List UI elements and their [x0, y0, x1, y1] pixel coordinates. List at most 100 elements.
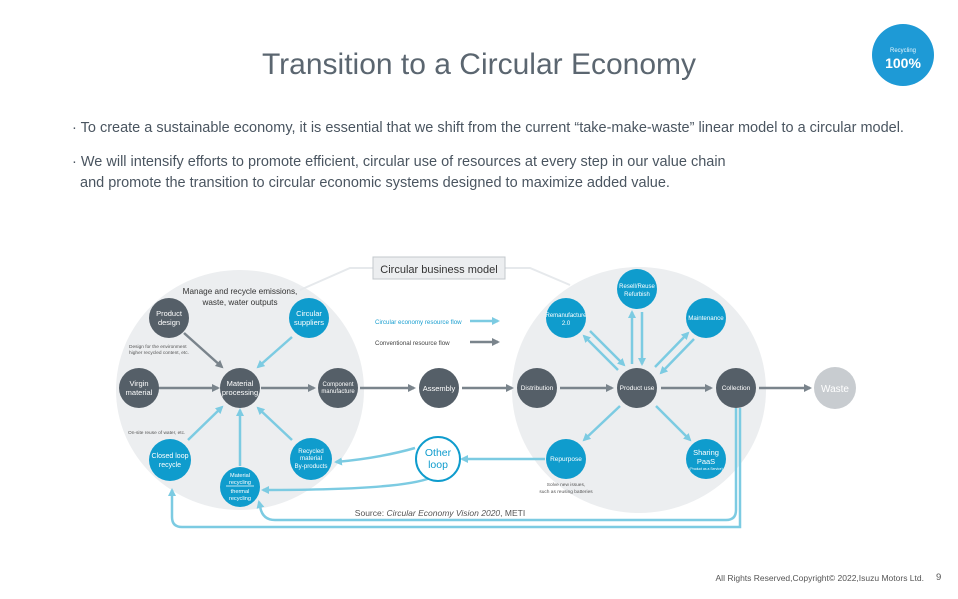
arrow-other-loop-to-recycled	[334, 446, 416, 466]
node-component-manufacture-line-2: manufacture	[321, 389, 355, 395]
repurpose-note-line-2: such as reusing batteries	[539, 489, 593, 495]
node-material-recycling-line-2: recycling	[229, 480, 251, 486]
arrow-product-use-to-remanufacture	[582, 334, 619, 371]
node-virgin-material-line-1: Virgin	[129, 379, 148, 388]
arrow-remanufacture-to-product-use	[589, 330, 626, 367]
bullet-text-2-line-1: · We will intensify efforts to promote e…	[72, 154, 726, 170]
legend-circular-label: Circular economy resource flow	[375, 319, 462, 326]
node-material-recycling-line-3: thermal	[231, 489, 250, 495]
node-repurpose: Repurpose	[546, 439, 586, 479]
page-title: Transition to a Circular Economy	[261, 48, 697, 81]
node-closed-loop-line-2: recycle	[159, 462, 181, 469]
node-material-recycling-line-4: recycling	[229, 496, 251, 502]
recycling-badge-percent: 100%	[885, 55, 921, 71]
design-note-line-2: higher recycled content, etc.	[129, 350, 189, 356]
node-closed-loop-line-1: Closed loop	[152, 453, 189, 460]
arrow-recycled-to-processing	[256, 406, 293, 441]
node-closed-loop-recycle: Closed loop recycle	[149, 439, 191, 481]
node-repurpose-label: Repurpose	[550, 456, 582, 463]
arrow-design-to-processing	[183, 332, 224, 369]
arrow-maintenance-to-product-use	[659, 338, 695, 375]
node-material-processing-line-1: Material	[227, 379, 254, 388]
arrow-product-use-to-maintenance	[654, 331, 690, 368]
page-number: 9	[936, 572, 942, 583]
node-product-use-label: Product use	[620, 385, 655, 392]
node-assembly: Assembly	[419, 368, 459, 408]
legend-conventional-label: Conventional resource flow	[375, 340, 450, 347]
business-model-label: Circular business model	[380, 264, 497, 276]
business-model-label-box	[372, 256, 506, 280]
node-product-use: Product use	[617, 368, 657, 408]
bullet-text-1: · To create a sustainable economy, it is…	[72, 120, 904, 136]
node-circular-suppliers-line-2: suppliers	[294, 318, 324, 327]
business-model-connector-right	[505, 267, 571, 286]
copyright-footer: All Rights Reserved,Copyright© 2022,Isuz…	[715, 573, 924, 583]
node-maintenance: Maintenance	[686, 298, 726, 338]
node-other-loop-line-1: Other	[425, 447, 452, 459]
node-assembly-label: Assembly	[423, 384, 456, 393]
bullet-text-2: · We will intensify efforts to promote e…	[72, 152, 726, 194]
node-virgin-material-line-2: material	[126, 388, 153, 397]
node-collection: Collection	[716, 368, 756, 408]
repurpose-note-line-1: Solve new issues,	[547, 482, 585, 488]
source-prefix: Source:	[355, 508, 387, 518]
node-distribution-label: Distribution	[521, 385, 554, 392]
node-other-loop-line-2: loop	[428, 459, 448, 471]
node-remanufacture-line-1: Remanufacture	[545, 313, 587, 319]
source-citation: Source: Circular Economy Vision 2020, ME…	[355, 508, 525, 518]
node-circular-suppliers-line-1: Circular	[296, 309, 322, 318]
node-remanufacture: Remanufacture 2.0	[545, 298, 587, 338]
manage-note-line-2: waste, water outputs	[201, 298, 277, 307]
node-component-manufacture-line-1: Component	[322, 382, 353, 388]
onsite-note: On-site reuse of water, etc.	[128, 430, 185, 436]
recycling-badge-caption: Recycling	[889, 48, 916, 54]
node-recycled-material-line-1: Recycled	[298, 448, 324, 455]
bullet-text-2-line-2: and promote the transition to circular e…	[80, 175, 670, 191]
node-sharing-line-3: (Product as a Service)	[689, 467, 723, 471]
node-distribution: Distribution	[517, 368, 557, 408]
arrow-other-loop-to-recycling	[261, 476, 431, 494]
node-recycled-material-line-3: By-products	[294, 463, 327, 470]
node-product-design-line-1: Product	[156, 309, 183, 318]
node-waste-label: Waste	[821, 384, 849, 395]
arrow-closed-loop-to-processing	[187, 405, 224, 441]
node-maintenance-label: Maintenance	[688, 315, 724, 322]
node-waste: Waste	[814, 367, 856, 409]
node-resell-line-2: Refurbish	[624, 292, 650, 298]
node-resell-line-1: Resell/Reuse	[619, 284, 655, 290]
business-model-connector-left	[299, 267, 373, 291]
node-remanufacture-line-2: 2.0	[562, 321, 571, 327]
node-material-recycling-line-1: Material	[230, 473, 250, 479]
arrow-product-use-to-sharing	[655, 405, 692, 442]
manage-note-line-1: Manage and recycle emissions,	[183, 287, 298, 296]
node-material-processing-line-2: processing	[222, 388, 258, 397]
node-sharing-line-2: PaaS	[697, 457, 715, 466]
node-product-design-line-2: design	[158, 318, 180, 327]
node-recycled-material-line-2: material	[300, 455, 322, 462]
node-sharing-line-1: Sharing	[693, 448, 719, 457]
arrow-product-use-to-repurpose	[582, 405, 621, 442]
node-collection-label: Collection	[722, 385, 751, 392]
return-loop-inner	[256, 408, 738, 522]
return-loop-outer	[168, 408, 742, 529]
